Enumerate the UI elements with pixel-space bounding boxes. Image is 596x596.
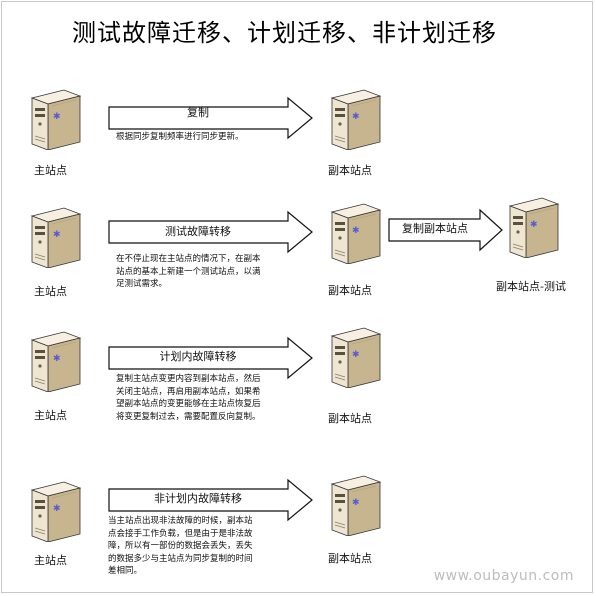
svg-text:✱: ✱ — [530, 220, 538, 228]
svg-text:✱: ✱ — [53, 112, 61, 120]
svg-text:✱: ✱ — [53, 230, 61, 238]
row-description: 复制主站点变更内容到副本站点，然后 关闭主站点，再启用副本站点，如果希 望副本站… — [116, 374, 261, 422]
unplanned-failover-arrow — [108, 478, 313, 522]
watermark: www.oubayun.com — [433, 568, 574, 584]
copy-replica-arrow — [388, 208, 503, 252]
status-star-icon: ✱ — [352, 112, 360, 120]
replica-site-label: 副本站点 — [328, 284, 372, 297]
replica-site-label: 副本站点 — [328, 164, 372, 177]
row-description: 在不停止现在主站点的情况下，在副本 站点的基本上新建一个测试站点，以满 足测试需… — [116, 254, 261, 289]
status-star-icon: ✱ — [53, 112, 61, 120]
arrow-label: 测试故障转移 — [165, 225, 231, 238]
arrow-label: 非计划内故障转移 — [154, 492, 242, 505]
row-description: 根据同步复制频率进行同步更新。 — [116, 132, 244, 142]
svg-text:✱: ✱ — [352, 112, 360, 120]
replica-site-label: 副本站点 — [328, 412, 372, 425]
status-star-icon: ✱ — [53, 230, 61, 238]
planned-failover-arrow — [108, 336, 313, 380]
row-description: 当主站点出现非法故障的时候，副本站 点会接手工作负载，但是由于是非法故 障，所以… — [108, 516, 253, 576]
diagram-title: 测试故障迁移、计划迁移、非计划迁移 — [72, 19, 497, 47]
status-star-icon: ✱ — [53, 354, 61, 362]
replication-arrow — [108, 96, 313, 140]
status-star-icon: ✱ — [53, 504, 61, 512]
status-star-icon: ✱ — [352, 350, 360, 358]
primary-site-label: 主站点 — [34, 285, 67, 298]
status-star-icon: ✱ — [352, 498, 360, 506]
status-star-icon: ✱ — [530, 220, 538, 228]
test-replica-site-label: 副本站点-测试 — [496, 280, 566, 293]
arrow-label: 复制副本站点 — [402, 222, 468, 235]
svg-text:✱: ✱ — [53, 354, 61, 362]
primary-site-label: 主站点 — [34, 164, 67, 177]
status-star-icon: ✱ — [352, 226, 360, 234]
svg-text:✱: ✱ — [53, 504, 61, 512]
primary-site-label: 主站点 — [34, 554, 67, 567]
svg-text:✱: ✱ — [352, 226, 360, 234]
test-failover-arrow — [108, 210, 313, 254]
primary-site-label: 主站点 — [34, 409, 67, 422]
svg-text:✱: ✱ — [352, 350, 360, 358]
arrow-label: 计划内故障转移 — [159, 350, 237, 363]
replica-site-label: 副本站点 — [328, 552, 372, 565]
svg-text:✱: ✱ — [352, 498, 360, 506]
arrow-label: 复制 — [187, 106, 209, 119]
